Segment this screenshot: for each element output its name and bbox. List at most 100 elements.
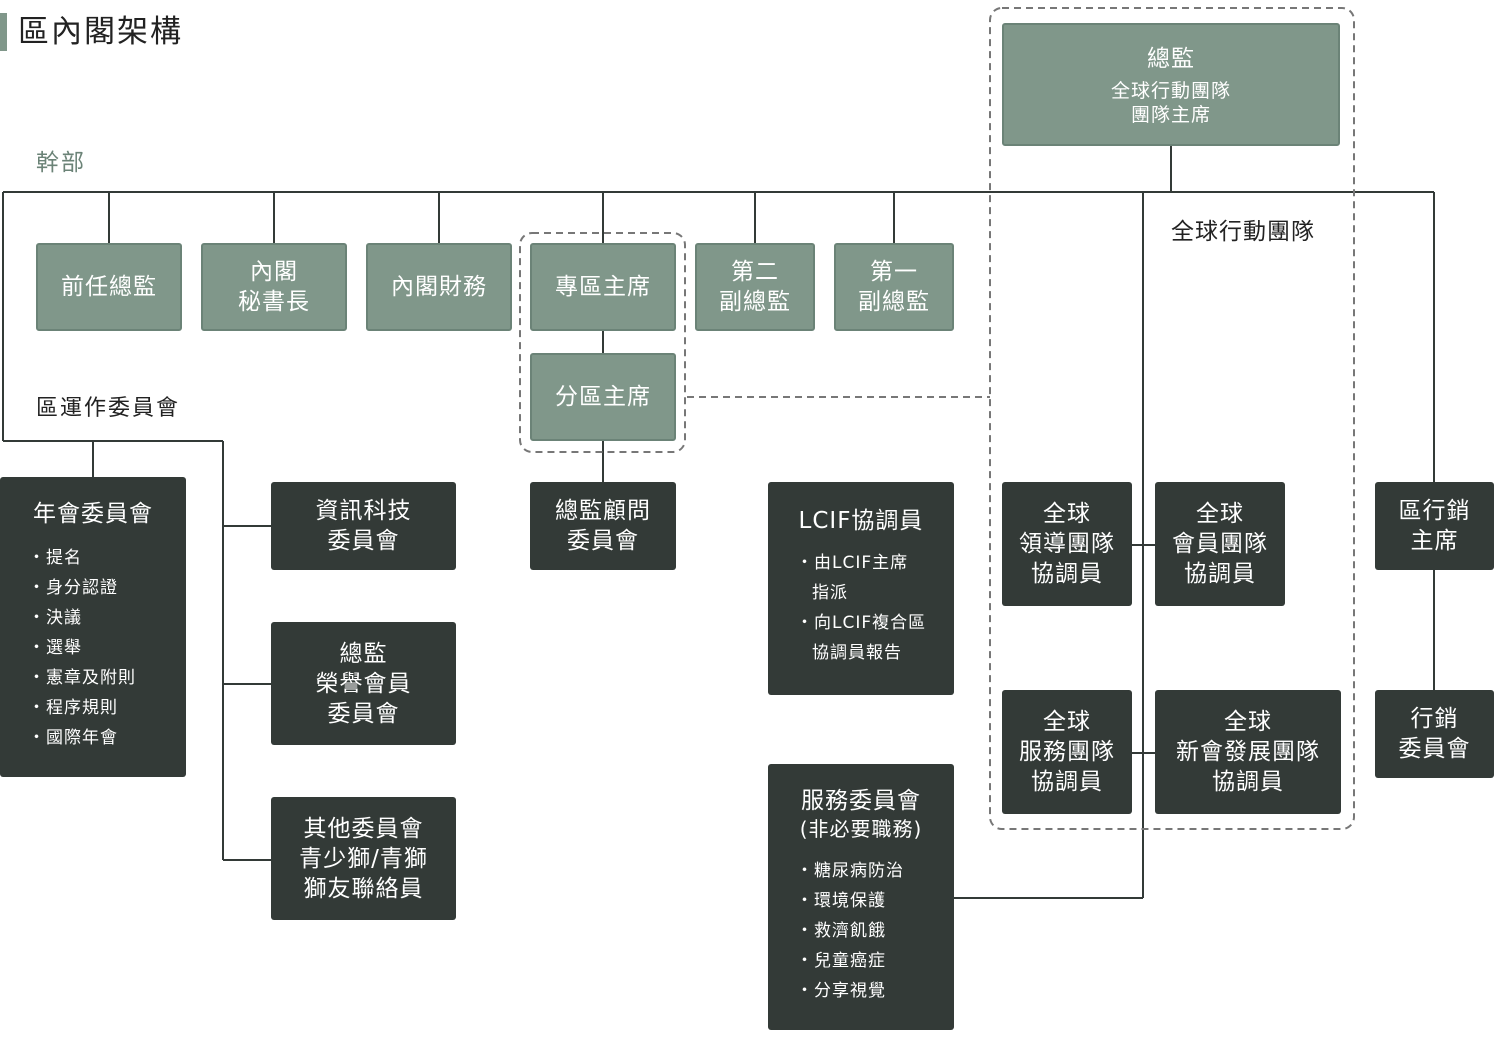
advisory-line: 總監顧問	[555, 498, 651, 524]
marketing-committee-box: 行銷 委員會	[1375, 690, 1494, 778]
convention-item-text: 身分認證	[46, 578, 118, 598]
committee-line: 總監	[339, 640, 388, 667]
lcif-item-text: 向LCIF複合區	[814, 613, 927, 633]
service-committee-box: 服務委員會 (非必要職務) ・糖尿病防治 ・環境保護 ・救濟飢餓 ・兒童癌症 ・…	[768, 764, 954, 1030]
lcif-item-cont: 協調員報告	[796, 638, 954, 668]
advisory-line: 委員會	[567, 528, 639, 554]
lcif-item-text: 指派	[812, 583, 848, 603]
gat-line: 協調員	[1031, 769, 1103, 795]
page-title: 區內閣架構	[18, 14, 183, 50]
zone-chair-box: 分區主席	[530, 353, 676, 441]
officer-line: 秘書長	[238, 289, 310, 315]
gat-new-club-coordinator: 全球 新會發展團隊 協調員	[1155, 690, 1341, 814]
committee-line: 委員會	[327, 528, 400, 554]
governor-sub-1: 全球行動團隊	[1110, 79, 1231, 102]
marketing-line: 委員會	[1398, 736, 1471, 762]
committee-line: 委員會	[327, 700, 400, 727]
convention-item: ・決議	[28, 608, 82, 628]
convention-item-text: 決議	[46, 608, 82, 628]
marketing-line: 主席	[1410, 528, 1459, 554]
officer-cabinet-secretary: 內閣 秘書長	[201, 243, 347, 331]
marketing-line: 區行銷	[1398, 498, 1471, 524]
gat-membership-coordinator: 全球 會員團隊 協調員	[1155, 482, 1285, 606]
lcif-item: ・向LCIF複合區	[796, 613, 927, 633]
service-item: ・環境保護	[796, 891, 886, 911]
committee-line: 獅友聯絡員	[303, 875, 424, 902]
officer-line: 第一	[870, 259, 918, 285]
lcif-coordinator-box: LCIF協調員 ・由LCIF主席 指派 ・向LCIF複合區 協調員報告	[768, 482, 954, 695]
officer-second-vice-governor: 第二 副總監	[695, 243, 815, 331]
officer-line: 副總監	[719, 289, 791, 315]
zone-chair-line: 分區主席	[555, 384, 651, 410]
marketing-chair-box: 區行銷 主席	[1375, 482, 1494, 570]
district-ops-label: 區運作委員會	[36, 396, 181, 421]
committee-honorary: 總監 榮譽會員 委員會	[271, 622, 456, 745]
gat-leadership-coordinator: 全球 領導團隊 協調員	[1002, 482, 1132, 606]
convention-item: ・身分認證	[28, 578, 118, 598]
officer-line: 前任總監	[61, 274, 157, 300]
convention-item: ・提名	[28, 548, 82, 568]
committee-other: 其他委員會 青少獅/青獅 獅友聯絡員	[271, 797, 456, 920]
gat-line: 協調員	[1212, 769, 1284, 795]
lcif-item-text: 協調員報告	[812, 643, 902, 663]
gat-line: 全球	[1196, 501, 1244, 527]
committee-it: 資訊科技 委員會	[271, 482, 456, 570]
officer-line: 第二	[731, 259, 779, 285]
marketing-line: 行銷	[1410, 706, 1459, 732]
service-item: ・分享視覺	[796, 981, 886, 1001]
convention-item-text: 選舉	[46, 638, 82, 658]
officer-line: 專區主席	[555, 274, 651, 300]
gat-line: 全球	[1043, 501, 1091, 527]
service-item-text: 環境保護	[814, 891, 886, 911]
lcif-title: LCIF協調員	[798, 508, 924, 534]
convention-committee-box: 年會委員會 ・提名 ・身分認證 ・決議 ・選舉 ・憲章及附則 ・程序規則 ・國際…	[0, 477, 186, 777]
convention-item: ・程序規則	[28, 698, 118, 718]
service-item: ・糖尿病防治	[796, 861, 904, 881]
committee-line: 青少獅/青獅	[299, 845, 428, 872]
gat-line: 新會發展團隊	[1176, 739, 1320, 765]
governor-box: 總監 全球行動團隊 團隊主席	[1002, 23, 1340, 146]
gat-line: 全球	[1043, 709, 1091, 735]
lcif-item: ・由LCIF主席	[796, 553, 909, 573]
service-item: ・救濟飢餓	[796, 921, 886, 941]
gat-line: 協調員	[1184, 561, 1256, 587]
committee-line: 榮譽會員	[315, 670, 412, 697]
convention-title: 年會委員會	[33, 501, 153, 527]
convention-item-text: 國際年會	[46, 728, 118, 748]
gat-line: 領導團隊	[1019, 531, 1115, 557]
convention-item: ・國際年會	[28, 728, 118, 748]
service-title: 服務委員會	[801, 788, 921, 814]
service-item-text: 分享視覺	[814, 981, 886, 1001]
convention-item: ・憲章及附則	[28, 668, 136, 688]
gat-line: 全球	[1224, 709, 1272, 735]
convention-item-text: 程序規則	[46, 698, 118, 718]
gat-label: 全球行動團隊	[1171, 219, 1315, 245]
governor-sub-2: 團隊主席	[1130, 103, 1211, 126]
governor-title: 總監	[1147, 45, 1195, 72]
service-item-text: 兒童癌症	[814, 951, 886, 971]
committee-line: 其他委員會	[303, 815, 424, 842]
officer-region-chair: 專區主席	[530, 243, 676, 331]
gat-service-coordinator: 全球 服務團隊 協調員	[1002, 690, 1132, 814]
officer-line: 內閣財務	[391, 274, 487, 300]
lcif-item-text: 由LCIF主席	[814, 553, 909, 573]
convention-item-text: 憲章及附則	[46, 668, 136, 688]
officer-line: 內閣	[250, 259, 298, 285]
lcif-item-cont: 指派	[796, 578, 954, 608]
service-item: ・兒童癌症	[796, 951, 886, 971]
gat-line: 會員團隊	[1172, 531, 1268, 557]
officer-cabinet-treasurer: 內閣財務	[366, 243, 512, 331]
gat-line: 協調員	[1031, 561, 1103, 587]
service-item-text: 救濟飢餓	[814, 921, 886, 941]
officer-first-vice-governor: 第一 副總監	[834, 243, 954, 331]
cadre-label: 幹部	[36, 150, 86, 176]
gat-line: 服務團隊	[1019, 739, 1115, 765]
convention-item: ・選舉	[28, 638, 82, 658]
officer-past-governor: 前任總監	[36, 243, 182, 331]
service-item-text: 糖尿病防治	[814, 861, 904, 881]
officer-line: 副總監	[858, 289, 930, 315]
advisory-committee-box: 總監顧問 委員會	[530, 482, 676, 570]
committee-line: 資訊科技	[315, 498, 412, 524]
convention-item-text: 提名	[46, 548, 82, 568]
